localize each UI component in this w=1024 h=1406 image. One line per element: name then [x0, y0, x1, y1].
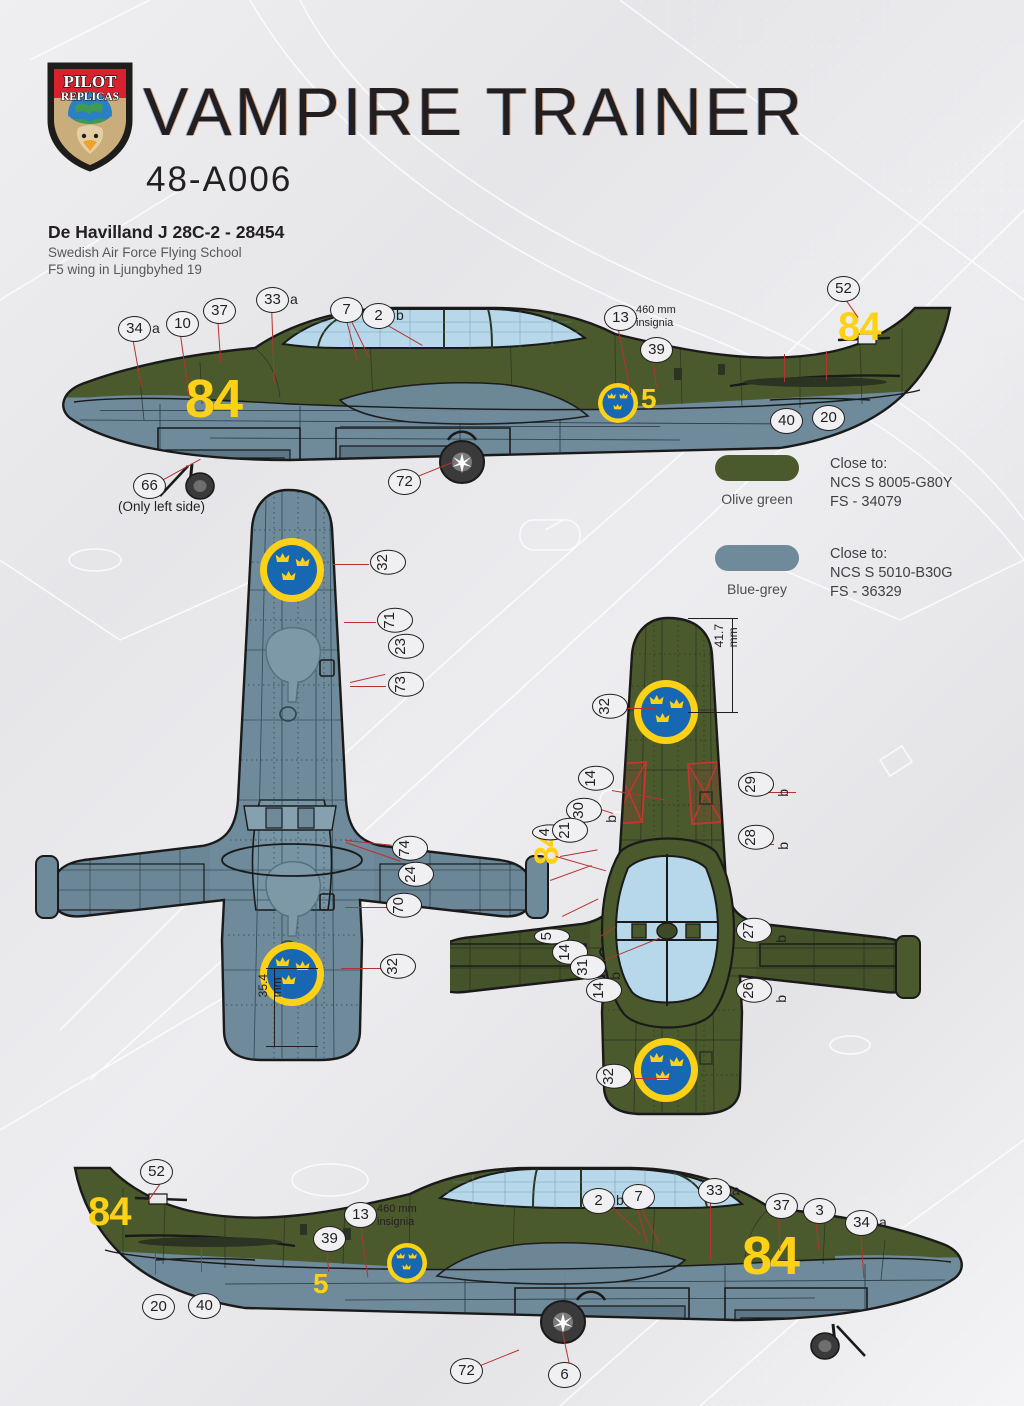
callout-7-side-top[interactable]: 7: [330, 297, 363, 323]
blue-grey-label: Blue-grey: [727, 581, 787, 597]
blue-grey-swatch: [715, 545, 799, 571]
callout-32-underside-lower[interactable]: 32: [380, 954, 416, 984]
subject-designation: De Havilland J 28C-2 - 28454: [48, 222, 285, 242]
callout-14-upper-low[interactable]: 14: [586, 978, 622, 1008]
page-title: VAMPIRE TRAINER: [143, 74, 806, 150]
callout-72-side-top[interactable]: 72: [388, 469, 421, 495]
callout-26b-upper[interactable]: 26b: [736, 978, 789, 1008]
legend-row-olive: Olive green Close to: NCS S 8005-G80Y FS…: [715, 455, 1015, 545]
color-legend: Olive green Close to: NCS S 8005-G80Y FS…: [715, 455, 1015, 635]
fuselage-code-84-top-side: 84: [185, 369, 243, 429]
header: PILOT REPLICAS VAMPIRE TRAINER 48-A006 D…: [0, 0, 1024, 290]
fuselage-code-84-bottom-side: 84: [742, 1226, 800, 1286]
fin-code-84-bottom-side: 84: [88, 1190, 131, 1234]
callout-37-side-top[interactable]: 37: [203, 298, 236, 324]
callout-6-side-bottom[interactable]: 6: [548, 1362, 581, 1388]
dimension-tail-top-label: 41.7 mm: [712, 624, 740, 648]
upper-plan-view: [450, 616, 921, 1116]
callout-73-underside[interactable]: 73: [388, 672, 424, 702]
main-wheel: [439, 430, 485, 484]
callout-32-upper-wing[interactable]: 32: [596, 1064, 632, 1094]
underside-plan-view: [35, 488, 549, 1062]
callout-72-side-bottom[interactable]: 72: [450, 1358, 483, 1384]
nose-wheel-bottom: [810, 1323, 866, 1360]
upper-roundel-wing-upper: [634, 680, 698, 744]
left-side-profile-view: [62, 306, 952, 500]
callout-39-side-top[interactable]: 39: [640, 337, 673, 363]
pilot-replicas-logo: PILOT REPLICAS: [47, 62, 133, 172]
callout-40-side-bottom[interactable]: 40: [188, 1293, 221, 1319]
blue-grey-reference: Close to: NCS S 5010-B30G FS - 36329: [830, 546, 953, 601]
callout-10-side-top[interactable]: 10: [166, 311, 199, 337]
callout-70-underside[interactable]: 70: [386, 893, 422, 923]
right-side-profile-view: [73, 1166, 963, 1360]
unit-line-1: Swedish Air Force Flying School: [48, 245, 242, 260]
callout-66-side-top[interactable]: 66: [133, 473, 166, 499]
callout-52-side-top[interactable]: 52: [827, 276, 860, 302]
fin-code-84-top-side: 84: [838, 305, 881, 349]
nose-wheel: [159, 463, 215, 500]
callout-7-side-bottom[interactable]: 7: [622, 1184, 655, 1210]
callout-29b-upper[interactable]: 29b: [738, 772, 791, 802]
upper-roundel-wing-lower: [634, 1038, 698, 1102]
callout-3-side-bottom[interactable]: 3: [803, 1198, 836, 1224]
callout-37-side-bottom[interactable]: 37: [765, 1193, 798, 1219]
national-insignia-roundel-bottom: [387, 1243, 427, 1283]
logo-brand-top: PILOT: [64, 72, 118, 91]
unit-line-2: F5 wing in Ljungbyhed 19: [48, 262, 202, 277]
callout-23-underside[interactable]: 23: [388, 634, 424, 664]
legend-row-bluegrey: Blue-grey Close to: NCS S 5010-B30G FS -…: [715, 545, 1015, 635]
callout-40-side-top[interactable]: 40: [770, 408, 803, 434]
callout-14-upper-top[interactable]: 14: [578, 766, 614, 796]
callout-24-underside[interactable]: 24: [398, 862, 434, 892]
small-code-5-top-side: 5: [641, 383, 657, 414]
callout-20-side-bottom[interactable]: 20: [142, 1294, 175, 1320]
underside-roundel-upper: [260, 538, 324, 602]
small-code-5-bottom-side: 5: [313, 1268, 329, 1299]
callout-28b-upper[interactable]: 28b: [738, 825, 791, 855]
callout-27b-upper[interactable]: 27b: [736, 918, 789, 948]
dimension-wing-underside-label: 35.4 mm: [256, 974, 284, 998]
national-insignia-roundel: [598, 383, 638, 423]
callout-21-upper[interactable]: 21: [552, 818, 588, 848]
olive-green-swatch: [715, 455, 799, 481]
callout-32-underside-upper[interactable]: 32: [370, 550, 406, 580]
olive-green-reference: Close to: NCS S 8005-G80Y FS - 34079: [830, 456, 953, 511]
kit-number: 48-A006: [146, 160, 293, 199]
callout-39-side-bottom[interactable]: 39: [313, 1226, 346, 1252]
underside-roundel-lower: [260, 942, 324, 1006]
callout-20-side-top[interactable]: 20: [812, 405, 845, 431]
callout-13-side-bottom[interactable]: 13: [344, 1202, 377, 1228]
olive-green-label: Olive green: [721, 491, 793, 507]
fuselage-pod-top: [600, 837, 736, 1029]
callout-52-side-bottom[interactable]: 52: [140, 1159, 173, 1185]
only-left-side-note: (Only left side): [118, 499, 206, 514]
logo-brand-bottom: REPLICAS: [61, 91, 119, 103]
callout-13-side-top[interactable]: 13: [604, 305, 637, 331]
callout-32-upper-fin[interactable]: 32: [592, 694, 628, 724]
